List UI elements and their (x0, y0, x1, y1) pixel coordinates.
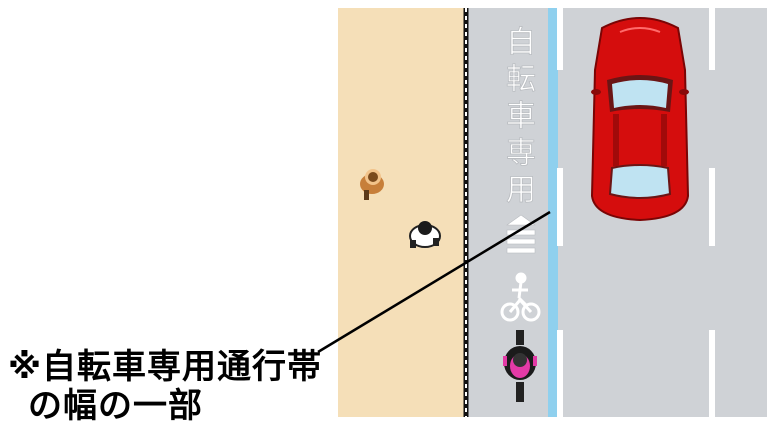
lane-char-1: 自 (506, 25, 536, 60)
pedestrian-icon-2 (409, 221, 441, 248)
road-diagram: 自 転 車 専 用 (317, 8, 767, 417)
sidewalk (338, 8, 466, 417)
lane-dash-right (709, 8, 715, 417)
lane-char-4: 専 (506, 136, 536, 171)
bicycle-icon (500, 272, 541, 322)
lane-dash-left (557, 8, 563, 417)
bike-lane-road-text: 自 転 車 専 用 (506, 25, 537, 209)
pedestrian-icon-1 (360, 169, 384, 200)
caption-line-1: ※自転車専用通行帯 (8, 347, 323, 387)
cyclist-icon (503, 330, 537, 402)
direction-arrow-icon (506, 214, 536, 254)
bike-lane-boundary-line (548, 8, 558, 417)
car-icon (590, 17, 690, 222)
lane-char-2: 転 (506, 62, 536, 97)
caption-line-2: の幅の一部 (28, 386, 203, 426)
annotation-leader-line (317, 210, 551, 354)
lane-char-5: 用 (506, 173, 536, 208)
lane-char-3: 車 (506, 99, 536, 134)
